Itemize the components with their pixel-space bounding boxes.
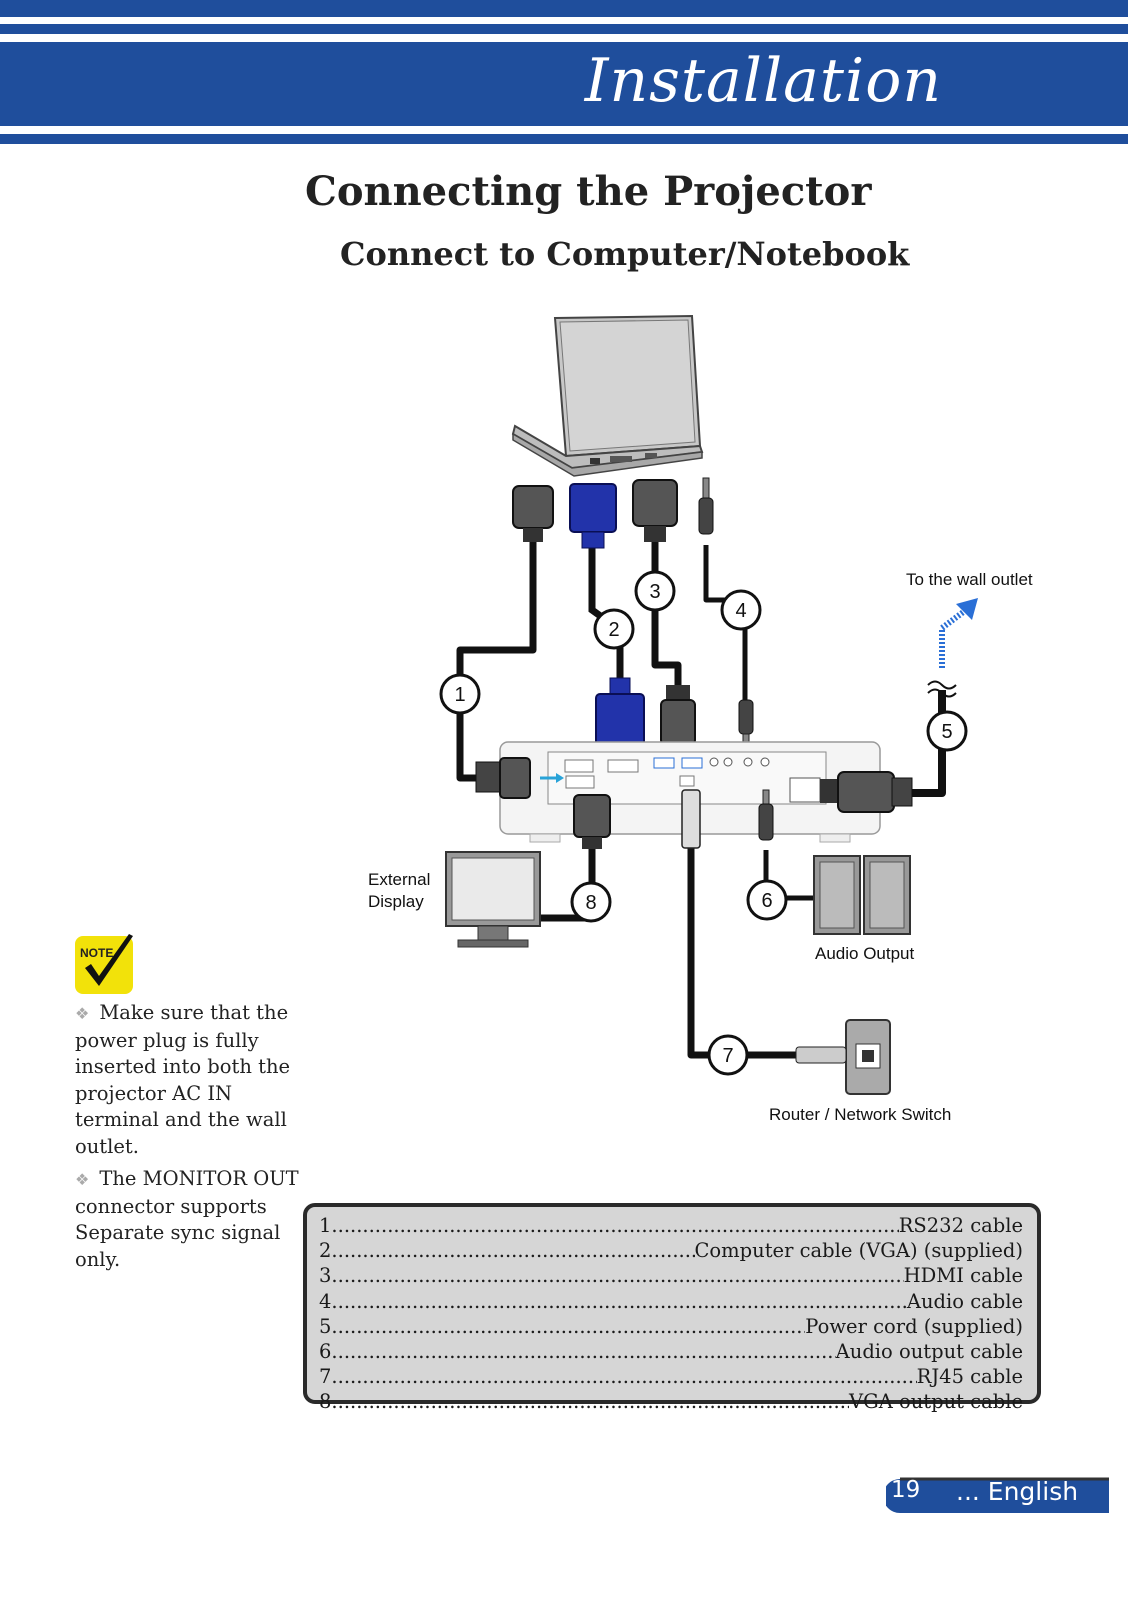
cable-rs232	[456, 540, 537, 782]
hdmi-connector-bottom	[660, 685, 696, 746]
connection-diagram: To the wall outlet External Display Audi…	[368, 314, 1033, 1124]
note-text: ❖Make sure that the power plug is fully …	[75, 1000, 300, 1279]
note-item: ❖The MONITOR OUT connector supports Sepa…	[75, 1167, 299, 1271]
cable-hdmi	[651, 540, 682, 705]
wall-outlet-arrow	[927, 598, 978, 698]
page-number: 19	[891, 1477, 921, 1503]
label-router: Router / Network Switch	[769, 1105, 951, 1124]
marker-5: 5	[926, 710, 968, 752]
legend-row: 1RS232 cable	[319, 1213, 1023, 1238]
note-item: ❖Make sure that the power plug is fully …	[75, 1001, 291, 1158]
svg-text:2: 2	[608, 619, 619, 641]
cable-rj45	[687, 848, 800, 1059]
svg-text:7: 7	[722, 1045, 733, 1067]
legend-row: 7RJ45 cable	[319, 1364, 1023, 1389]
svg-text:1: 1	[454, 684, 465, 706]
page-footer	[886, 1477, 1109, 1513]
label-audio-output: Audio Output	[815, 944, 915, 963]
audio-jack-top	[698, 477, 714, 535]
section-title: Connecting the Projector	[305, 168, 872, 215]
power-plug	[820, 771, 913, 813]
laptop-illustration	[511, 314, 704, 477]
marker-7: 7	[707, 1034, 749, 1076]
svg-text:NOTE: NOTE	[80, 946, 113, 960]
header-title: Installation	[584, 46, 942, 116]
page-header: Installation	[0, 0, 1128, 150]
svg-text:5: 5	[941, 721, 952, 743]
network-switch-illustration	[795, 1019, 891, 1095]
rj45-connector-projector	[681, 789, 701, 849]
legend-row: 8VGA output cable	[319, 1389, 1023, 1414]
rs232-connector-top	[512, 485, 554, 542]
label-external-display-1: External	[368, 870, 430, 889]
svg-text:4: 4	[735, 600, 746, 622]
marker-1: 1	[439, 673, 481, 715]
legend-row: 3HDMI cable	[319, 1263, 1023, 1288]
legend-row: 4Audio cable	[319, 1289, 1023, 1314]
legend-row: 2Computer cable (VGA) (supplied)	[319, 1238, 1023, 1263]
hdmi-connector-top	[632, 479, 678, 542]
svg-text:8: 8	[585, 892, 596, 914]
header-band-main	[0, 42, 1128, 126]
note-icon: NOTE	[75, 934, 133, 994]
rs232-connector-projector	[475, 757, 531, 799]
header-band-bottom	[0, 134, 1128, 144]
svg-text:3: 3	[649, 581, 660, 603]
header-band-top	[0, 0, 1128, 17]
speakers-illustration	[813, 855, 911, 935]
bullet-icon: ❖	[75, 1004, 90, 1023]
page-language: ... English	[956, 1477, 1079, 1506]
marker-8: 8	[570, 881, 612, 923]
vga-connector-bottom	[595, 677, 645, 747]
legend-row: 6Audio output cable	[319, 1339, 1023, 1364]
bullet-icon: ❖	[75, 1170, 90, 1189]
cable-legend: 1RS232 cable 2Computer cable (VGA) (supp…	[303, 1203, 1041, 1413]
label-external-display-2: Display	[368, 892, 424, 911]
vga-out-connector	[573, 794, 611, 849]
label-wall-outlet: To the wall outlet	[906, 570, 1033, 589]
marker-3: 3	[634, 570, 676, 612]
legend-row: 5Power cord (supplied)	[319, 1314, 1023, 1339]
vga-connector-top	[569, 483, 617, 549]
marker-4: 4	[720, 589, 762, 631]
header-band-thin	[0, 24, 1128, 34]
section-subtitle: Connect to Computer/Notebook	[340, 235, 910, 273]
marker-6: 6	[746, 879, 788, 921]
external-display-illustration	[445, 851, 541, 948]
marker-2: 2	[593, 608, 635, 650]
audio-out-connector	[758, 789, 774, 841]
svg-text:6: 6	[761, 890, 772, 912]
